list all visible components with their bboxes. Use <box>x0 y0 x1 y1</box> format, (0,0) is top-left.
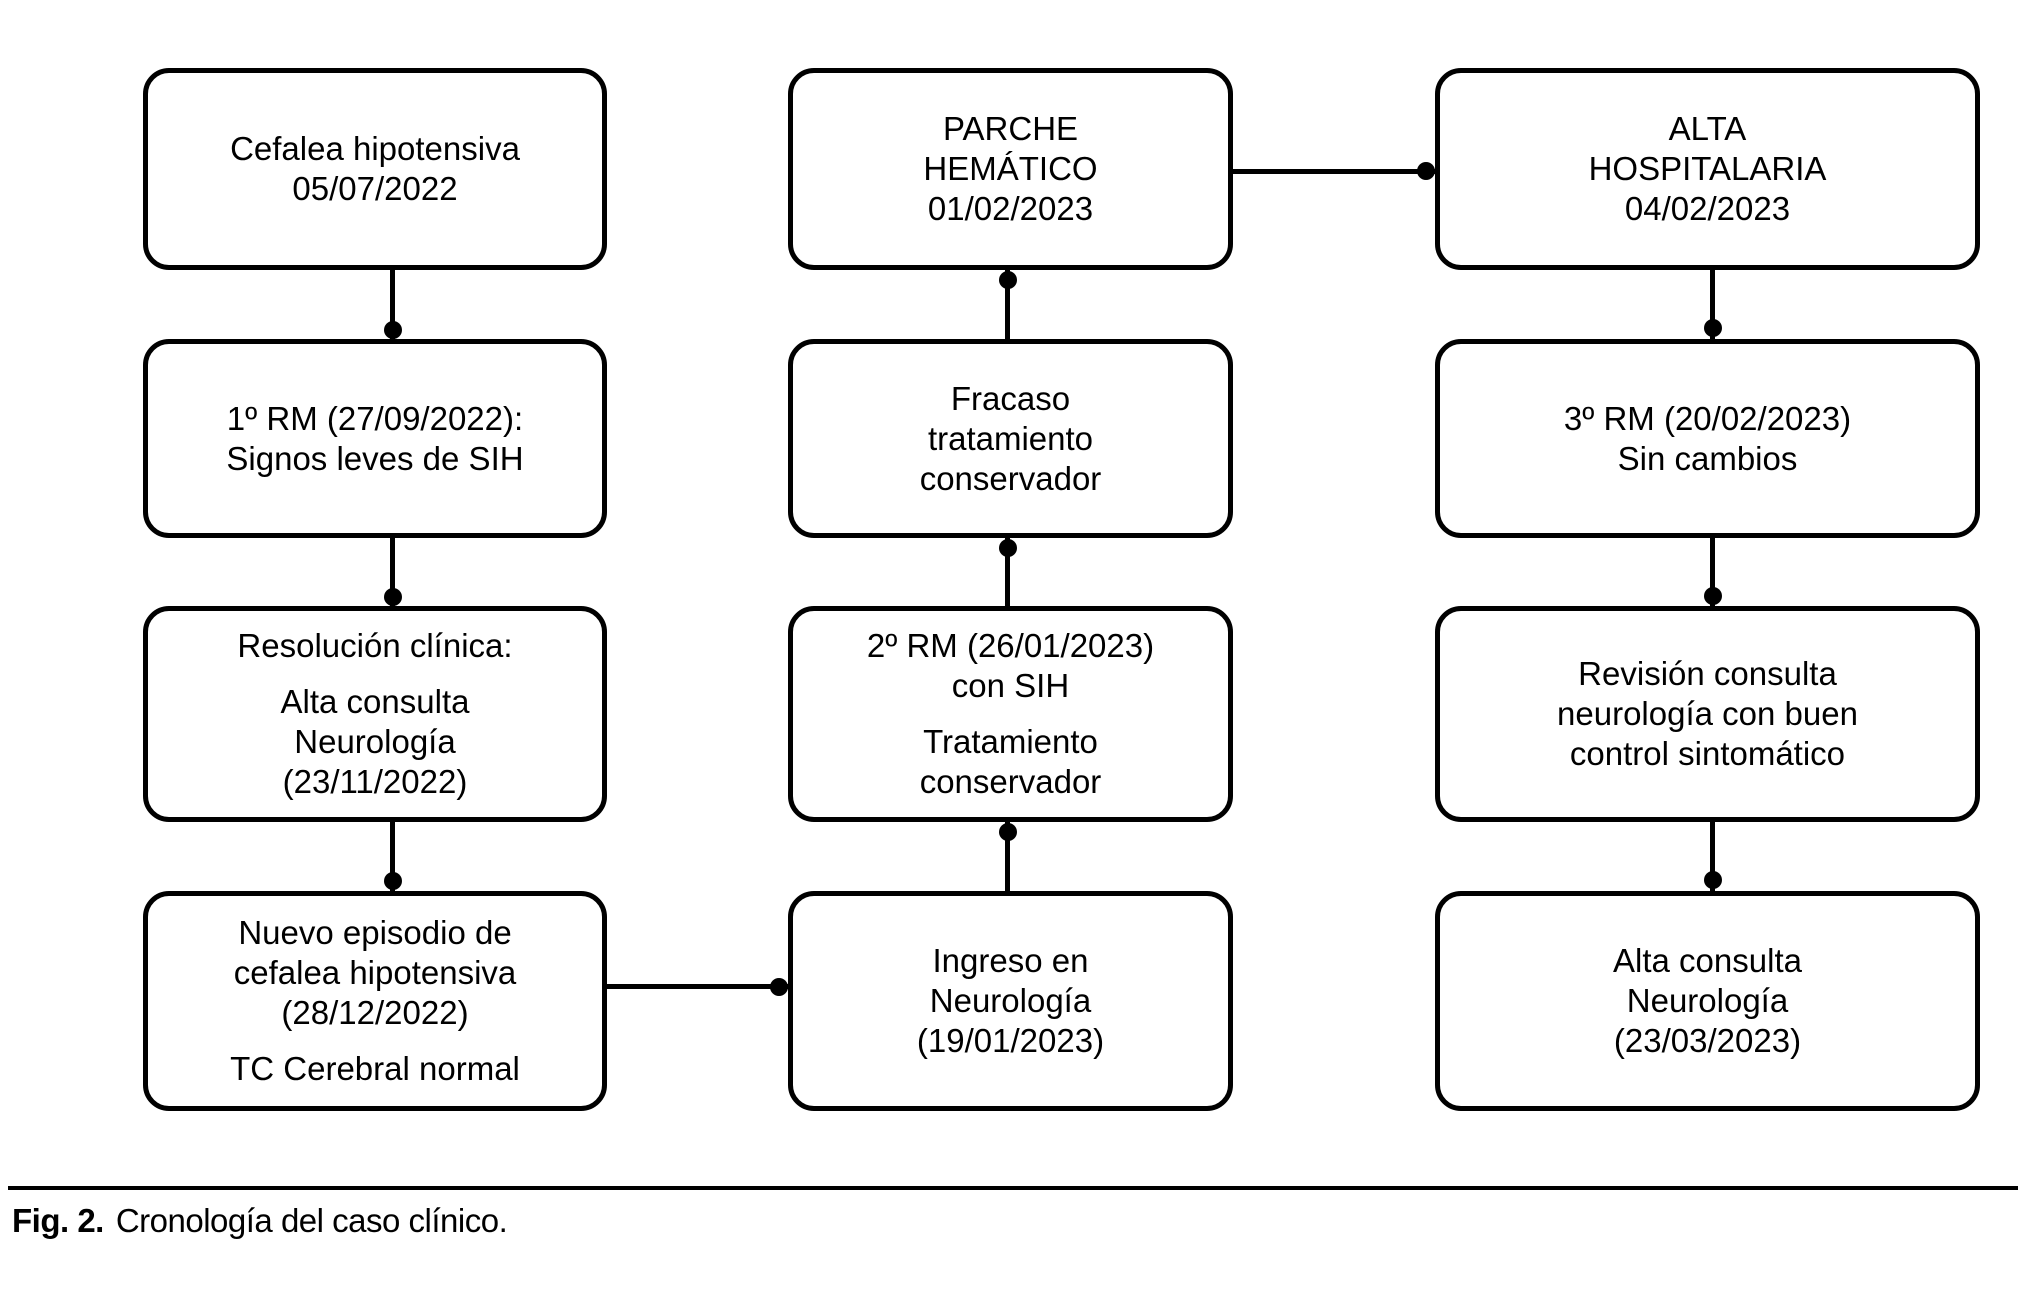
junction-dot <box>770 978 788 996</box>
node-text: ALTA HOSPITALARIA 04/02/2023 <box>1588 110 1827 227</box>
node-text: 3º RM (20/02/2023) Sin cambios <box>1563 399 1852 477</box>
figure-caption: Fig. 2. Cronología del caso clínico. <box>12 1201 508 1241</box>
node-text: 2º RM (26/01/2023) con SIH <box>866 627 1155 704</box>
node-text: PARCHE HEMÁTICO 01/02/2023 <box>923 110 1098 227</box>
connector-cefalea-to-rm1 <box>390 268 395 342</box>
connector-rm1-to-resolucion <box>390 536 395 609</box>
node-text: Alta consulta Neurología (23/03/2023) <box>1613 942 1802 1059</box>
node-text: 1º RM (27/09/2022): Signos leves de SIH <box>226 399 524 477</box>
connector-rm3-to-revision <box>1710 536 1715 609</box>
connector-ingreso-to-rm2 <box>1005 820 1010 894</box>
figure-caption-text: Cronología del caso clínico. <box>115 1202 508 1239</box>
junction-dot <box>999 539 1017 557</box>
junction-dot <box>1704 587 1722 605</box>
node-cefalea-hipotensiva: Cefalea hipotensiva 05/07/2022 <box>143 68 607 270</box>
node-alta-consulta: Alta consulta Neurología (23/03/2023) <box>1435 891 1980 1111</box>
connector-nuevo-episodio-to-ingreso <box>605 984 790 989</box>
node-ingreso-neurologia: Ingreso en Neurología (19/01/2023) <box>788 891 1233 1111</box>
junction-dot <box>384 321 402 339</box>
node-revision-consulta: Revisión consulta neurología con buen co… <box>1435 606 1980 822</box>
junction-dot <box>999 823 1017 841</box>
connector-rm2-to-fracaso <box>1005 536 1010 609</box>
node-text: Cefalea hipotensiva 05/07/2022 <box>230 130 520 207</box>
connector-resolucion-to-nuevo-episodio <box>390 820 395 894</box>
junction-dot <box>1704 319 1722 337</box>
node-text: Alta consulta Neurología (23/11/2022) <box>280 683 470 800</box>
node-parche-hematico: PARCHE HEMÁTICO 01/02/2023 <box>788 68 1233 270</box>
node-nuevo-episodio: Nuevo episodio de cefalea hipotensiva (2… <box>143 891 607 1111</box>
node-text: Nuevo episodio de cefalea hipotensiva (2… <box>233 914 517 1031</box>
caption-divider <box>8 1186 2018 1190</box>
figure-caption-label: Fig. 2. <box>12 1202 104 1239</box>
junction-dot <box>1417 162 1435 180</box>
node-text: Revisión consulta neurología con buen co… <box>1557 655 1858 772</box>
node-rm-1: 1º RM (27/09/2022): Signos leves de SIH <box>143 339 607 538</box>
node-fracaso-tratamiento: Fracaso tratamiento conservador <box>788 339 1233 538</box>
node-rm-3: 3º RM (20/02/2023) Sin cambios <box>1435 339 1980 538</box>
connector-parche-to-alta-hospitalaria <box>1231 169 1437 174</box>
connector-fracaso-to-parche <box>1005 268 1010 342</box>
node-alta-hospitalaria: ALTA HOSPITALARIA 04/02/2023 <box>1435 68 1980 270</box>
connector-alta-hospitalaria-to-rm3 <box>1710 268 1715 342</box>
node-text: Tratamiento conservador <box>919 723 1102 800</box>
junction-dot <box>384 872 402 890</box>
junction-dot <box>384 588 402 606</box>
connector-revision-to-alta-consulta <box>1710 820 1715 894</box>
node-text: Fracaso tratamiento conservador <box>919 379 1102 497</box>
node-text: TC Cerebral normal <box>230 1050 520 1087</box>
node-text: Ingreso en Neurología (19/01/2023) <box>916 942 1105 1059</box>
node-rm-2: 2º RM (26/01/2023) con SIH Tratamiento c… <box>788 606 1233 822</box>
node-resolucion-clinica: Resolución clínica: Alta consulta Neurol… <box>143 606 607 822</box>
node-text: Resolución clínica: <box>237 627 513 664</box>
junction-dot <box>999 271 1017 289</box>
junction-dot <box>1704 871 1722 889</box>
